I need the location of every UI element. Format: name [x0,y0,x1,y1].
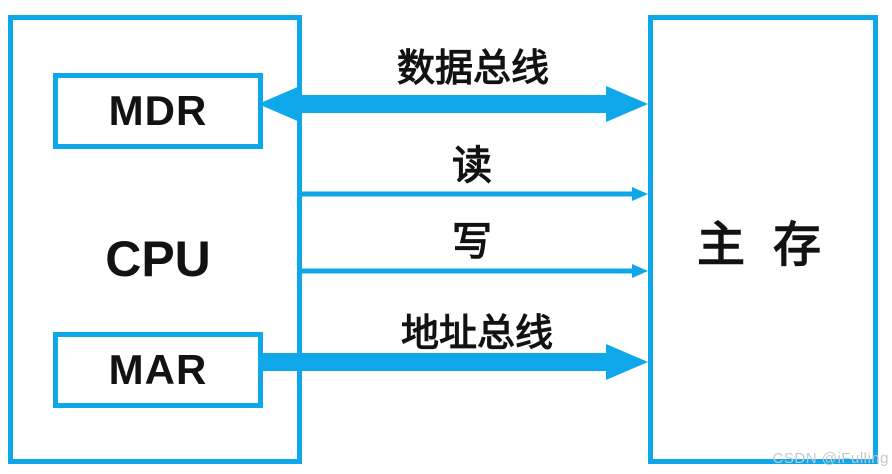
cpu-label: CPU [105,231,211,287]
mdr-register-box: MDR [53,73,263,149]
mar-label: MAR [108,346,208,393]
csdn-watermark: CSDN @iFulling [772,450,889,467]
read-signal-label: 读 [452,143,492,188]
data-bus-label: 数据总线 [396,48,550,90]
read-arrow-head [632,187,648,201]
main-memory-box: 主 存 [648,15,878,464]
write-arrow-head [632,264,648,278]
write-signal-label: 写 [452,219,492,264]
mar-register-box: MAR [53,332,263,408]
main-memory-label: 主 存 [696,218,829,272]
address-bus-label: 地址总线 [400,313,554,355]
mdr-label: MDR [108,87,208,134]
cpu-box: MDR CPU MAR [8,15,302,464]
